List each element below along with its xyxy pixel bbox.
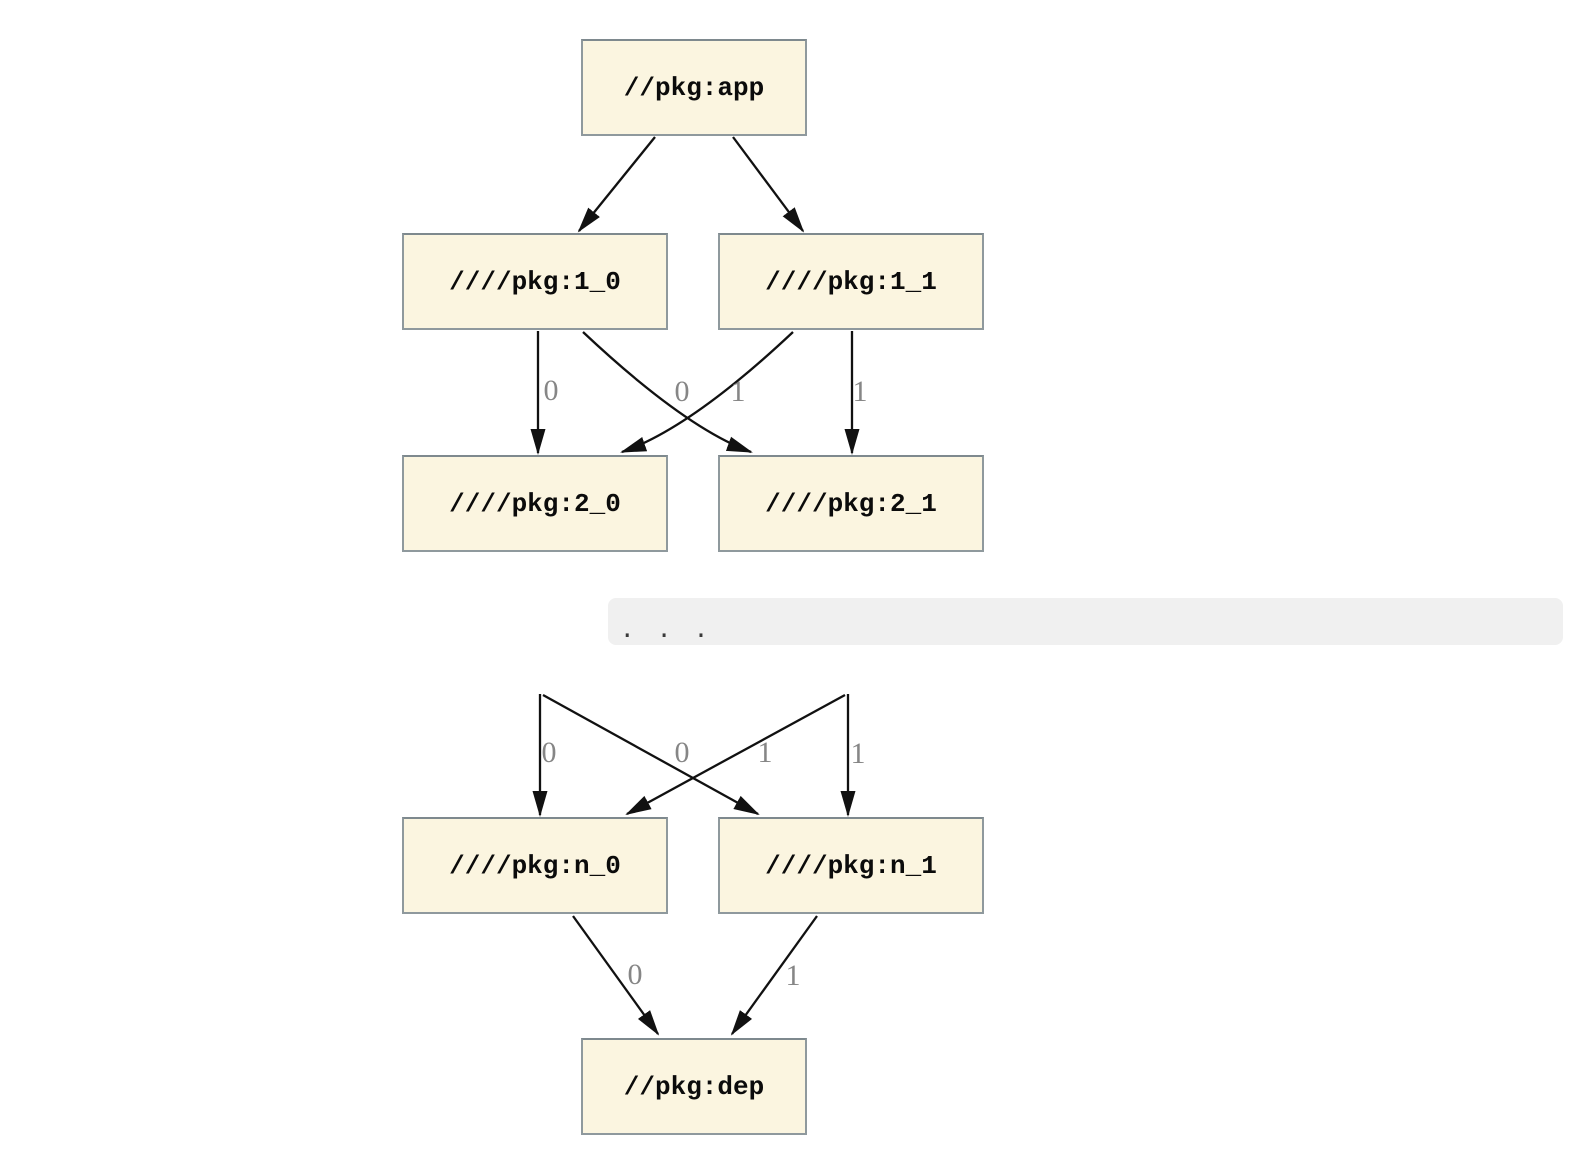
node-pkg-n-0: ////pkg:n_0 (402, 817, 668, 914)
edge-app-to-1-0 (577, 136, 656, 233)
edge-dots-to-n-1-cross (542, 693, 760, 816)
edge-label-1-1-to-2-1: 1 (852, 375, 868, 408)
edge-app-to-1-1 (732, 136, 805, 233)
node-pkg-app-label: //pkg:app (623, 72, 765, 103)
edge-label-dots-to-n-1-cross: 1 (757, 736, 773, 769)
edge-label-1-0-to-2-1: 1 (730, 375, 746, 408)
ellipsis-bar: . . . (608, 598, 1563, 645)
node-pkg-1-0-label: ////pkg:1_0 (449, 266, 621, 297)
node-pkg-1-1: ////pkg:1_1 (718, 233, 984, 330)
edge-label-1-0-to-2-0: 0 (543, 374, 559, 407)
edge-n-0-to-dep (572, 915, 660, 1036)
node-pkg-2-0: ////pkg:2_0 (402, 455, 668, 552)
edge-label-dots-to-n-0: 0 (541, 736, 557, 769)
node-pkg-2-1-label: ////pkg:2_1 (765, 488, 937, 519)
node-pkg-n-1-label: ////pkg:n_1 (765, 850, 937, 881)
edge-label-n-0-to-dep: 0 (627, 958, 643, 991)
edge-label-1-1-to-2-0: 0 (674, 375, 690, 408)
node-pkg-2-0-label: ////pkg:2_0 (449, 488, 621, 519)
node-pkg-dep-label: //pkg:dep (623, 1071, 765, 1102)
edge-label-n-1-to-dep: 1 (785, 959, 801, 992)
node-pkg-2-1: ////pkg:2_1 (718, 455, 984, 552)
edge-n-1-to-dep (730, 915, 818, 1036)
edge-dots-to-n-0-cross (625, 693, 846, 816)
node-pkg-n-1: ////pkg:n_1 (718, 817, 984, 914)
node-pkg-1-0: ////pkg:1_0 (402, 233, 668, 330)
node-pkg-app: //pkg:app (581, 39, 807, 136)
node-pkg-1-1-label: ////pkg:1_1 (765, 266, 937, 297)
edge-label-dots-to-n-1: 1 (850, 737, 866, 770)
edge-1-1-to-2-0 (620, 331, 794, 454)
node-pkg-dep: //pkg:dep (581, 1038, 807, 1135)
edge-label-dots-to-n-0-cross: 0 (674, 736, 690, 769)
node-pkg-n-0-label: ////pkg:n_0 (449, 850, 621, 881)
ellipsis-dots: . . . (620, 615, 713, 643)
edge-1-0-to-2-1 (582, 331, 753, 454)
